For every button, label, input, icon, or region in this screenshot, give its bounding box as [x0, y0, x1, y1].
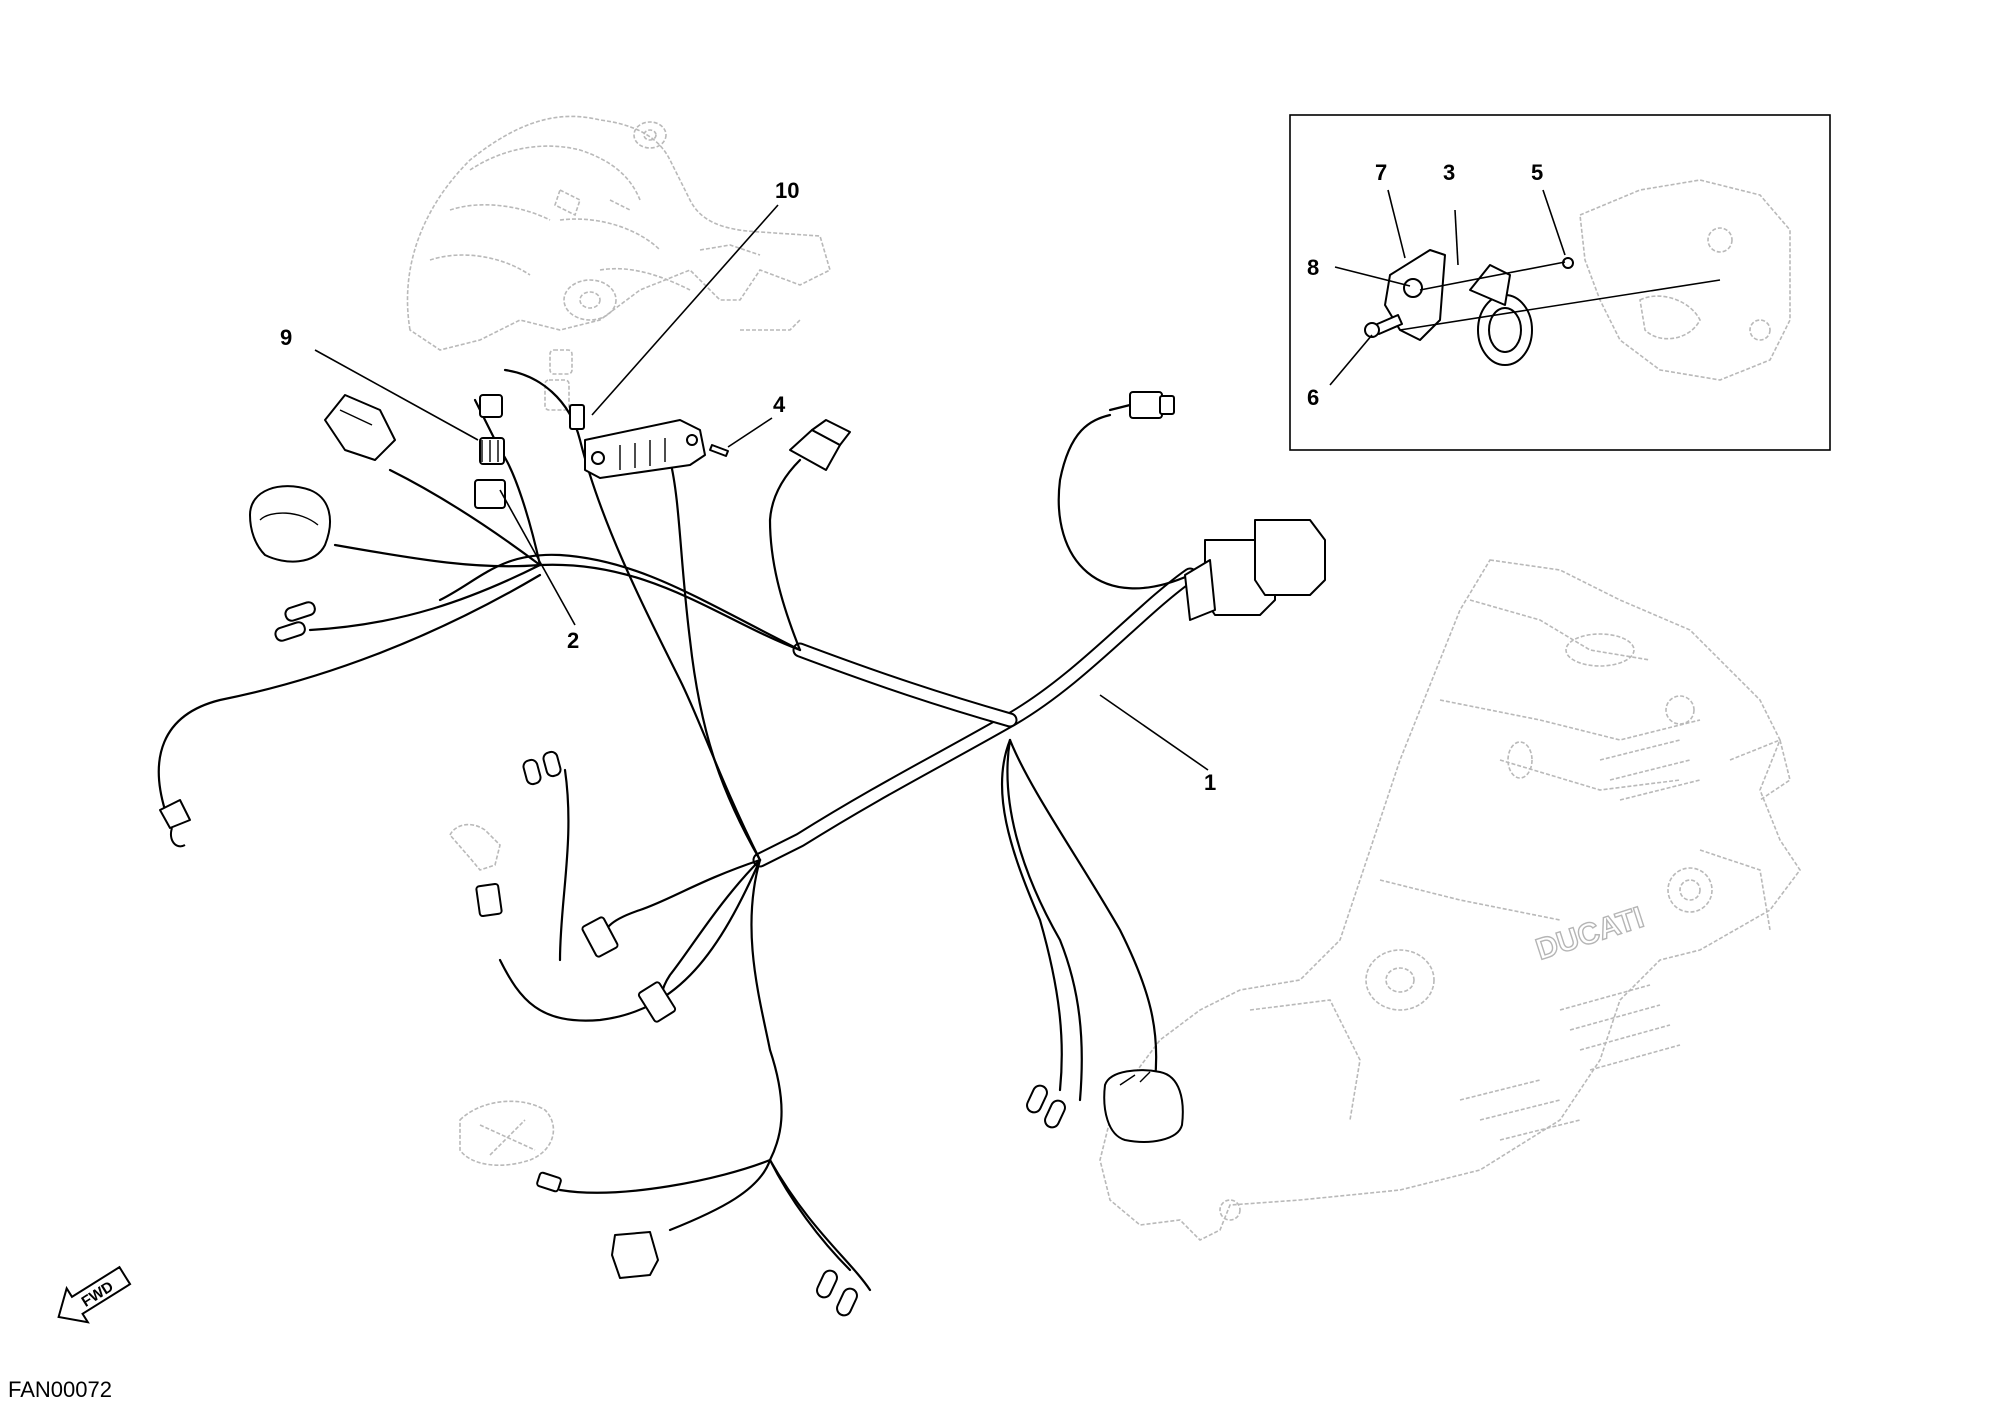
ghost-sensors — [449, 823, 555, 1166]
figure-code: FAN00072 — [8, 1377, 112, 1402]
callout-3: 3 — [1443, 160, 1455, 185]
callout-4: 4 — [773, 392, 786, 417]
callout-1: 1 — [1204, 770, 1216, 795]
callout-7: 7 — [1375, 160, 1387, 185]
harness-sheath — [752, 567, 1198, 868]
inset-frame — [1289, 114, 1831, 451]
ghost-engine-block: DUCATI — [1099, 559, 1801, 1241]
ghost-frame-top — [406, 115, 831, 411]
callout-2: 2 — [567, 628, 579, 653]
forward-arrow: FWD — [57, 1265, 132, 1324]
inset-detail — [1289, 114, 1831, 451]
callout-9: 9 — [280, 325, 292, 350]
callout-5: 5 — [1531, 160, 1543, 185]
fwd-arrow-icon — [57, 1265, 132, 1324]
callout-labels: 1 2 3 4 5 6 7 8 9 10 — [280, 160, 1543, 795]
callout-8: 8 — [1307, 255, 1319, 280]
callout-6: 6 — [1307, 385, 1319, 410]
callout-10: 10 — [775, 178, 799, 203]
callout-leaders — [314, 189, 1566, 771]
engine-brand-lettering: DUCATI — [1532, 901, 1648, 967]
harness-wires — [157, 368, 1192, 1292]
harness-connectors — [159, 391, 1326, 1317]
